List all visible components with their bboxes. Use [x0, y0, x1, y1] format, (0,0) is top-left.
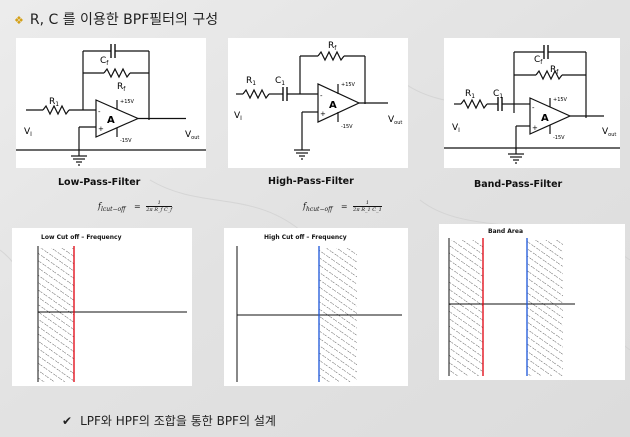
stopband-hatch — [38, 248, 74, 382]
band-area-graph: Band Area — [439, 224, 625, 380]
vin-label: VI — [452, 123, 460, 134]
ground-icon — [508, 148, 524, 164]
graph-label: Band Area — [488, 228, 523, 235]
band-pass-circuit: Cf Rf R1 C1 VI Vout A - + +15V -15V — [444, 38, 620, 168]
graph-background — [224, 228, 408, 386]
r1-label: R1 — [465, 89, 475, 100]
noninverting-input-sign: + — [532, 124, 538, 132]
rf-label: Rf — [328, 41, 337, 52]
ground-icon — [294, 149, 310, 160]
formula-num: 1 — [353, 200, 382, 207]
vout-label: Vout — [602, 127, 616, 138]
ground-icon — [71, 150, 87, 166]
formula-den: 2π R_f C_f — [146, 207, 173, 213]
diamond-bullet-icon: ❖ — [14, 14, 24, 27]
opamp-label: A — [107, 115, 115, 126]
inverting-input-sign: - — [320, 92, 323, 100]
slide-title-text: R, C 를 이용한 BPF필터의 구성 — [29, 12, 219, 28]
formula-lhs-sub: lcut−off — [100, 206, 126, 214]
vneg-label: -15V — [553, 135, 565, 141]
noninverting-input-sign: + — [98, 125, 104, 133]
formula-lhs: f — [303, 201, 306, 211]
vin-label: VI — [234, 111, 242, 122]
r1-label: R1 — [49, 97, 59, 108]
slide-title: ❖ R, C 를 이용한 BPF필터의 구성 — [14, 9, 218, 29]
graph-label: High Cut off – Frequency — [264, 234, 347, 241]
vpos-label: +15V — [341, 82, 356, 88]
noninverting-input-sign: + — [320, 110, 326, 118]
formula-lhs: f — [98, 201, 101, 211]
opamp-label: A — [329, 100, 337, 111]
high-stopband-hatch — [527, 240, 563, 376]
checkmark-icon: ✔ — [62, 414, 73, 428]
vneg-label: -15V — [120, 138, 132, 144]
cf-label: Cf — [534, 55, 543, 66]
band-pass-label: Band-Pass-Filter — [474, 179, 563, 190]
rf-label: Rf — [550, 65, 559, 76]
formula-den: 2π R_1 C_1 — [353, 207, 382, 213]
vout-label: Vout — [185, 130, 199, 141]
high-cutoff-graph: High Cut off – Frequency — [224, 228, 408, 386]
c1-label: C1 — [275, 76, 285, 87]
formula-num: 1 — [146, 200, 173, 207]
cf-label: Cf — [100, 56, 109, 67]
inverting-input-sign: - — [532, 104, 535, 112]
low-pass-label: Low-Pass-Filter — [58, 177, 141, 188]
c1-label: C1 — [493, 89, 503, 100]
formula-lhs-sub: hcut−off — [305, 206, 333, 214]
conclusion-line: ✔ LPF와 HPF의 조합을 통한 BPF의 설계 — [62, 412, 276, 429]
conclusion-text: LPF와 HPF의 조합을 통한 BPF의 설계 — [80, 414, 276, 428]
r1-label: R1 — [246, 76, 256, 87]
rf-label: Rf — [117, 82, 126, 93]
vneg-label: -15V — [341, 124, 353, 130]
low-cutoff-graph: Low Cut off – Frequency — [12, 228, 192, 386]
formula-eq: = — [133, 201, 141, 211]
low-pass-circuit: Cf Rf R1 VI Vout A - + +15V -15V — [16, 38, 206, 168]
vin-label: VI — [24, 127, 32, 138]
circuit-background — [16, 38, 206, 168]
opamp-label: A — [541, 113, 549, 124]
vpos-label: +15V — [553, 97, 568, 103]
inverting-input-sign: - — [98, 108, 101, 116]
high-pass-label: High-Pass-Filter — [268, 176, 354, 187]
low-stopband-hatch — [449, 240, 483, 376]
vpos-label: +15V — [120, 99, 135, 105]
high-pass-circuit: Rf R1 C1 VI Vout A - + +15V -15V — [228, 38, 408, 168]
vout-label: Vout — [388, 115, 402, 126]
graph-label: Low Cut off – Frequency — [41, 234, 122, 241]
formula-eq: = — [340, 201, 348, 211]
